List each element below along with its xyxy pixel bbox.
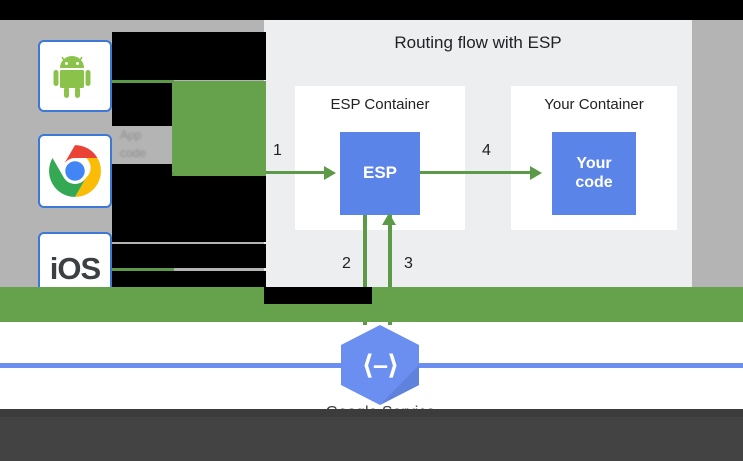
ios-connector-line — [112, 268, 174, 271]
chrome-icon — [49, 145, 101, 197]
arrow-4-line — [420, 171, 532, 174]
occlusion-block — [112, 176, 266, 242]
step-number-1: 1 — [273, 142, 282, 159]
service-hexagon: ⟨–⟩ — [337, 325, 423, 405]
arrow-3-line — [388, 215, 392, 325]
esp-box-label: ESP — [362, 163, 398, 183]
right-gutter-background — [692, 20, 743, 287]
client-tile-chrome — [38, 134, 112, 208]
esp-box: ESP — [340, 132, 420, 215]
your-code-line-2: code — [575, 173, 613, 191]
your-code-line-1: Your — [576, 154, 612, 172]
arrow-3-head — [382, 213, 396, 225]
occlusion-block — [112, 83, 172, 126]
esp-container-title: ESP Container — [330, 96, 430, 113]
android-connector-line — [112, 80, 174, 83]
obscured-app-code-label: App code — [120, 126, 180, 164]
hexagon-shape — [341, 325, 419, 405]
ios-label: iOS — [49, 251, 101, 286]
arrow-1-head — [324, 166, 336, 180]
your-container-title: Your Container — [544, 96, 644, 113]
obscured-label-line-2: code — [120, 146, 147, 160]
occlusion-block — [264, 287, 372, 304]
obscured-label-line-1: App — [120, 128, 142, 142]
arrow-2-line — [363, 215, 367, 325]
client-tile-android — [38, 40, 112, 112]
arrow-1-line — [263, 171, 325, 174]
your-code-box-label: Your code — [575, 155, 612, 193]
diagram-title: Routing flow with ESP — [394, 33, 562, 52]
step-number-2: 2 — [342, 255, 351, 272]
top-black-band — [0, 0, 743, 20]
your-code-box: Your code — [552, 132, 636, 215]
android-icon — [53, 56, 91, 98]
bottom-dark-overlay-inner — [0, 417, 743, 461]
occlusion-block — [112, 244, 266, 268]
arrow-4-head — [530, 166, 542, 180]
step-number-4: 4 — [482, 142, 491, 159]
code-brackets-icon: ⟨–⟩ — [361, 349, 400, 380]
step-number-3: 3 — [404, 255, 413, 272]
occlusion-block — [112, 32, 266, 80]
